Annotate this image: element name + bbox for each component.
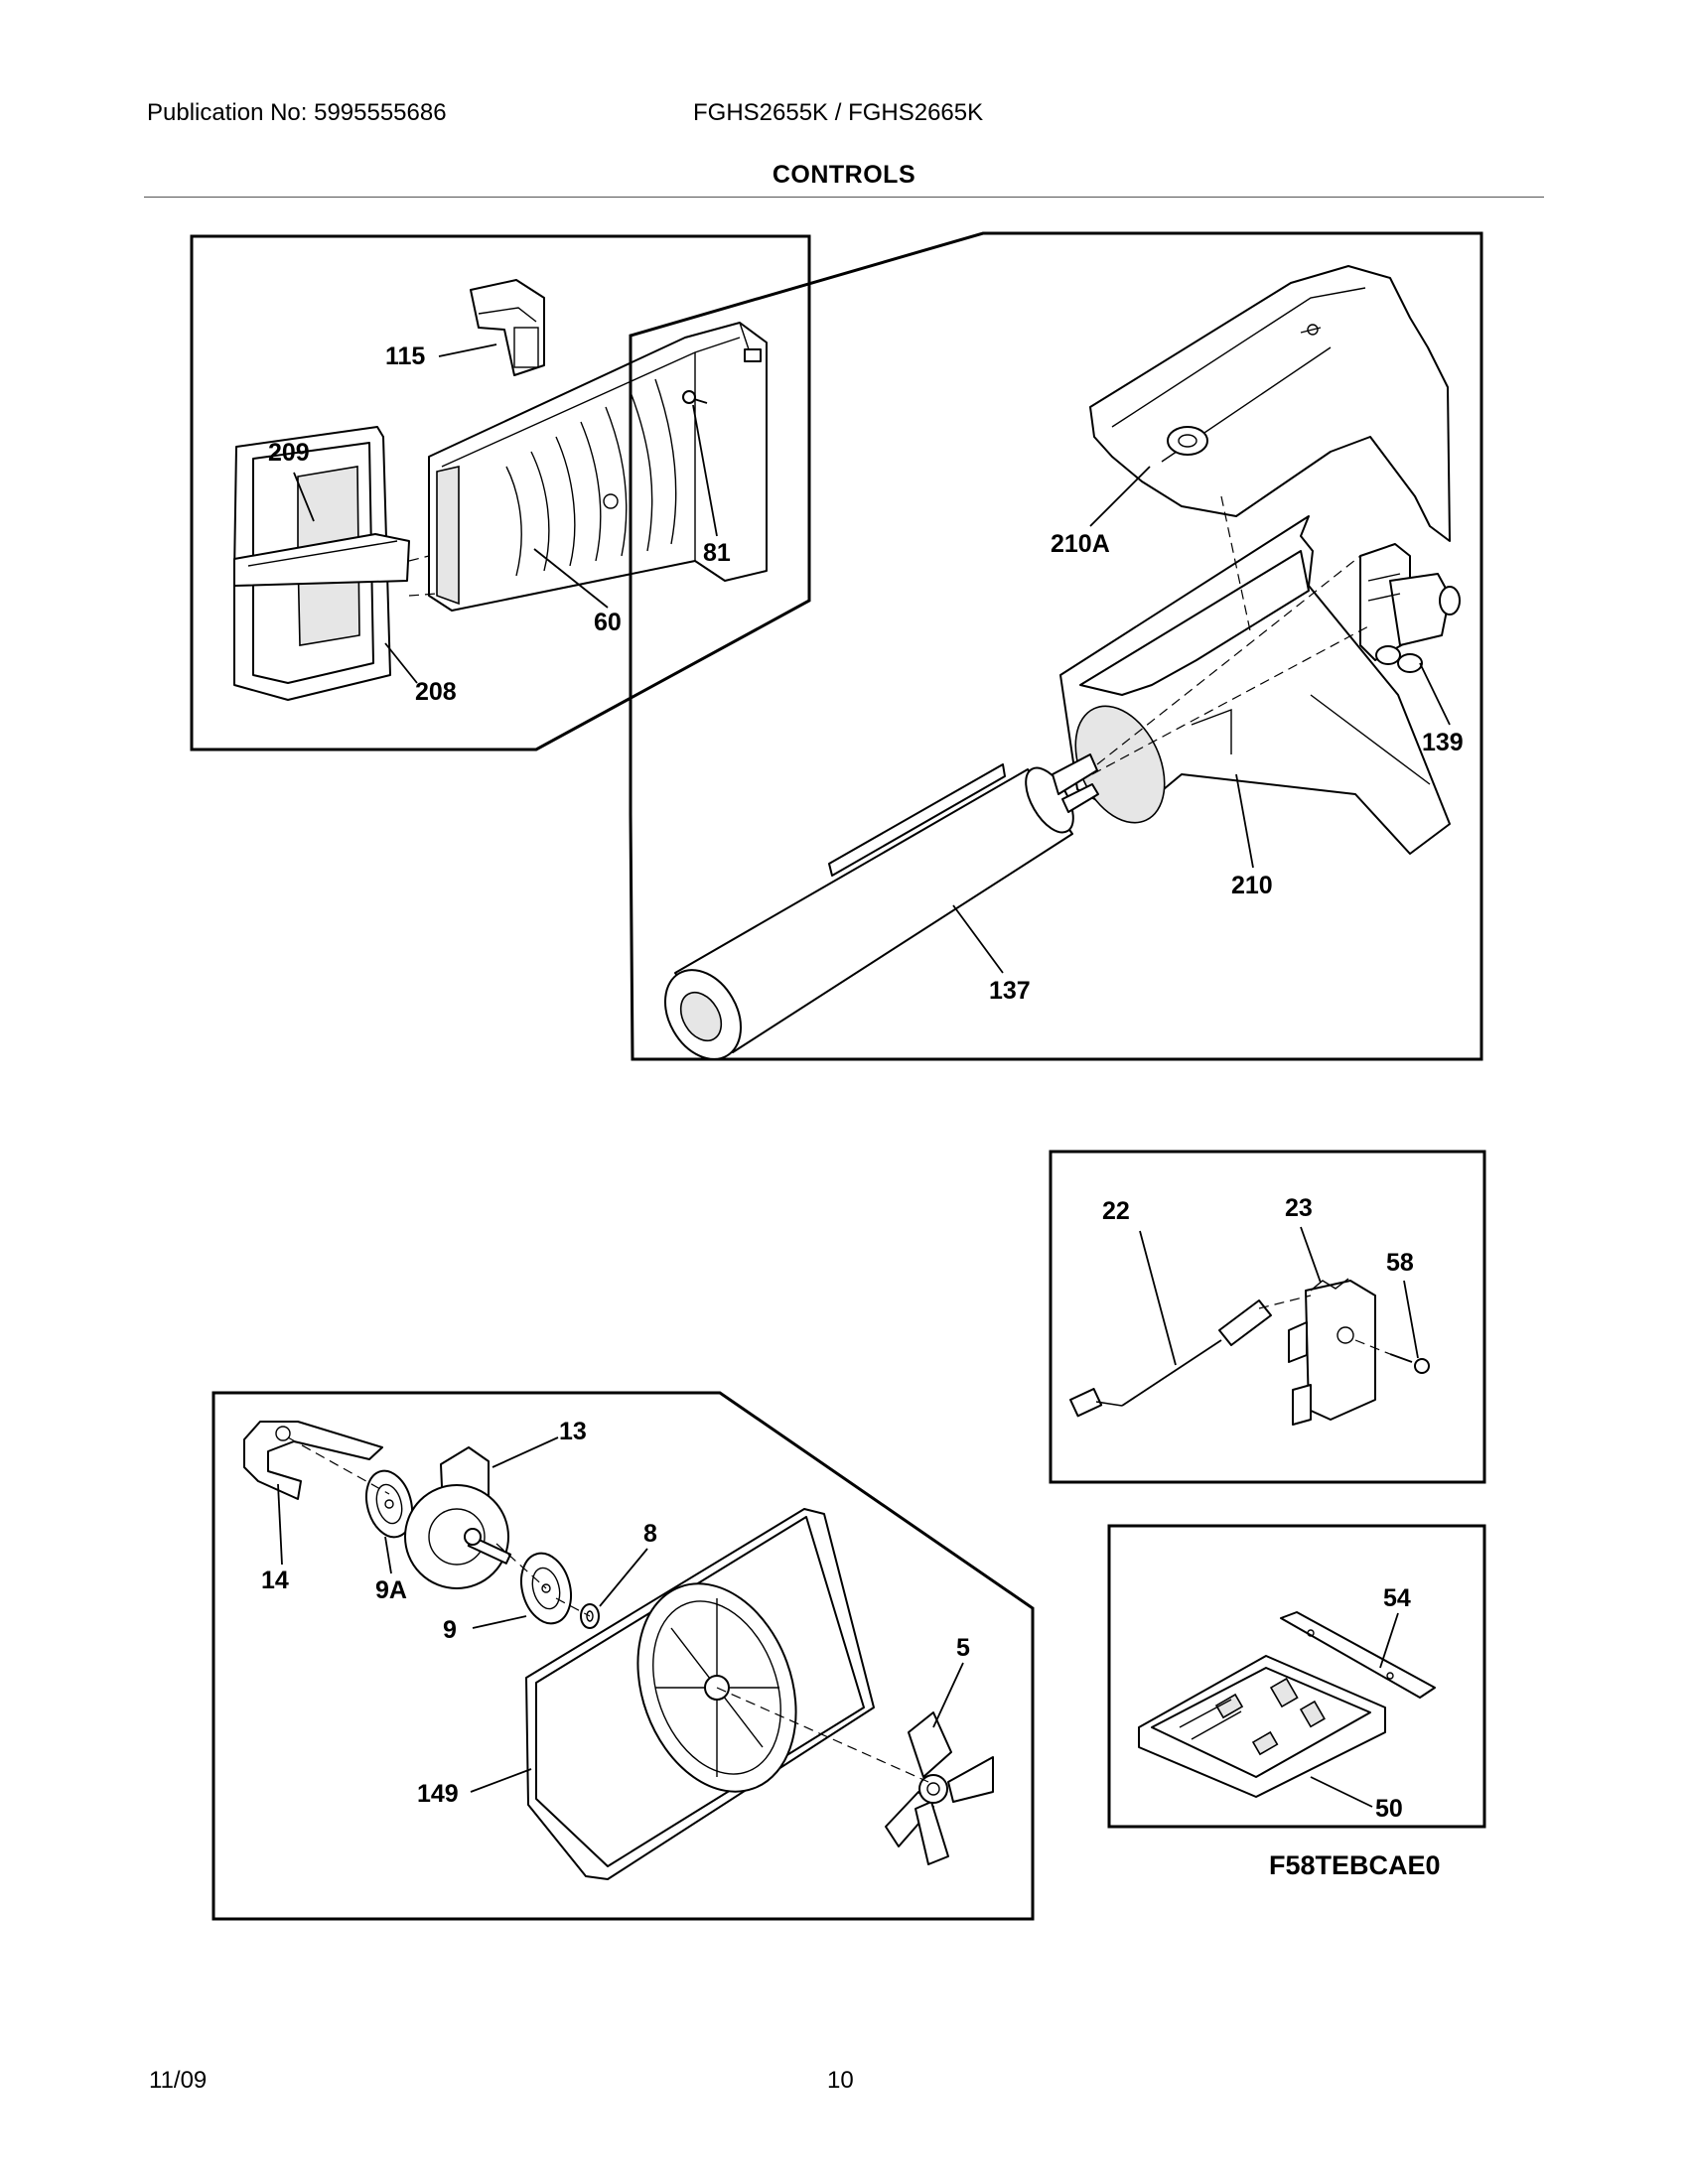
part-13-motor [404, 1446, 512, 1589]
callout-9: 9 [443, 1616, 457, 1644]
part-210a-upper-housing [1089, 265, 1451, 542]
callout-5: 5 [956, 1634, 970, 1662]
part-54-strip [1280, 1611, 1436, 1699]
callout-60: 60 [594, 609, 622, 636]
callout-115: 115 [385, 342, 425, 370]
leader-208 [384, 642, 418, 684]
part-23-cover [1288, 1278, 1376, 1426]
part-137-filter-cartridge [664, 753, 1099, 1060]
leader-5 [932, 1662, 964, 1728]
leader-9a [384, 1536, 392, 1574]
panel-control-board: 54 50 [1107, 1524, 1486, 1829]
model-numbers: FGHS2655K / FGHS2665K [693, 99, 984, 126]
callout-149: 149 [417, 1780, 459, 1808]
leader-60 [533, 548, 609, 609]
panel-sensor: 22 23 58 [1049, 1150, 1486, 1484]
part-5-fan-blade [885, 1711, 994, 1865]
page-number: 10 [827, 2067, 854, 2094]
leader-81 [692, 404, 718, 537]
part-50-board-housing [1138, 1655, 1386, 1798]
leader-13 [492, 1436, 559, 1468]
leader-23 [1300, 1226, 1322, 1284]
part-14-bracket [243, 1421, 383, 1500]
leader-137 [952, 904, 1004, 974]
leader-9 [472, 1615, 527, 1629]
callout-13: 13 [559, 1418, 587, 1445]
callout-23: 23 [1285, 1194, 1313, 1222]
part-149-fan-shroud [525, 1508, 875, 1880]
panel-water-filter: 210A 210 139 [629, 231, 1483, 1061]
callout-139: 139 [1422, 729, 1464, 756]
part-115-switch [470, 279, 545, 376]
leader-22 [1139, 1230, 1177, 1366]
part-58-screw [1389, 1353, 1430, 1374]
leader-210 [1235, 773, 1254, 869]
leader-14 [277, 1483, 283, 1566]
leader-115 [438, 343, 497, 357]
callout-210a: 210A [1051, 530, 1110, 558]
part-139-valve [1359, 543, 1461, 673]
panel-dispenser-controls: 115 60 81 [190, 234, 811, 751]
leader-8 [599, 1548, 648, 1607]
callout-8: 8 [643, 1520, 657, 1548]
leader-209 [293, 472, 315, 522]
leader-149 [470, 1768, 532, 1793]
callout-50: 50 [1375, 1795, 1403, 1823]
leader-210a [1089, 466, 1151, 527]
callout-210: 210 [1231, 872, 1273, 899]
part-60-control-housing [428, 322, 768, 612]
section-title: CONTROLS [772, 161, 916, 189]
footer-date: 11/09 [149, 2067, 208, 2094]
leader-50 [1310, 1776, 1373, 1808]
callout-54: 54 [1383, 1584, 1411, 1612]
callout-208: 208 [415, 678, 457, 706]
diagram-code: F58TEBCAE0 [1269, 1850, 1441, 1880]
publication-number: Publication No: 5995555686 [147, 99, 447, 126]
part-209-frame [233, 533, 410, 587]
leader-139 [1419, 662, 1451, 726]
part-81-screw [682, 390, 708, 404]
leader-54 [1379, 1612, 1399, 1669]
callout-209: 209 [268, 439, 310, 467]
part-22-sensor-probe [1069, 1299, 1272, 1418]
header-rule [144, 197, 1544, 198]
panel-fan-assembly: 14 9A 13 9 [211, 1391, 1035, 1921]
callout-14: 14 [261, 1567, 289, 1594]
callout-81: 81 [703, 539, 731, 567]
callout-22: 22 [1102, 1197, 1130, 1225]
callout-9a: 9A [375, 1576, 407, 1604]
callout-137: 137 [989, 977, 1031, 1005]
callout-58: 58 [1386, 1249, 1414, 1277]
leader-58 [1403, 1280, 1419, 1359]
